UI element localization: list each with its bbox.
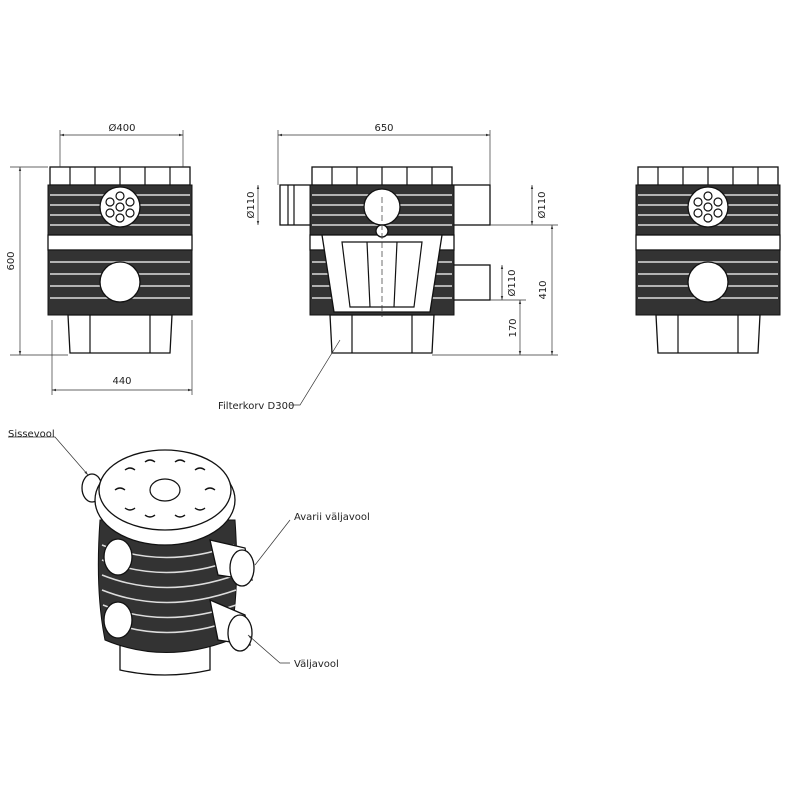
dim-front-base-width: 440 — [112, 376, 131, 387]
dim-side-width: 650 — [374, 123, 393, 134]
label-filter-basket: Filterkorv D300 — [218, 401, 294, 412]
inlet-pipe — [279, 184, 313, 226]
dim-outlet-diameter: Ø110 — [506, 270, 518, 297]
label-emergency-outlet: Avarii väljavool — [294, 512, 370, 523]
dim-outlet-height: 410 — [538, 280, 549, 299]
section-dimensions: 650 Ø110 Ø110 Ø110 410 170 Filterkorv D3… — [218, 123, 558, 412]
dim-overflow-diameter: Ø110 — [536, 192, 548, 219]
dim-base-height: 170 — [508, 318, 519, 337]
dim-front-height: 600 — [6, 251, 17, 270]
emergency-outlet-pipe — [229, 549, 255, 587]
dim-inlet-diameter: Ø110 — [245, 192, 257, 219]
front-view — [47, 166, 193, 354]
inlet-port-icon — [99, 186, 141, 228]
overflow-pipe — [451, 184, 491, 226]
outlet-pipe — [451, 264, 491, 301]
label-outlet: Väljavool — [294, 659, 339, 670]
isometric-view: Sissevool Avarii väljavool Väljavool — [8, 429, 370, 676]
lid-icon — [98, 449, 232, 531]
section-view — [279, 166, 491, 354]
outlet-port-icon — [99, 261, 141, 303]
outlet-pipe-iso — [227, 614, 253, 652]
side-view — [635, 166, 781, 354]
front-dimensions: Ø400 600 440 — [6, 122, 193, 395]
label-inlet: Sissevool — [8, 429, 55, 440]
dim-front-diameter: Ø400 — [109, 122, 136, 134]
